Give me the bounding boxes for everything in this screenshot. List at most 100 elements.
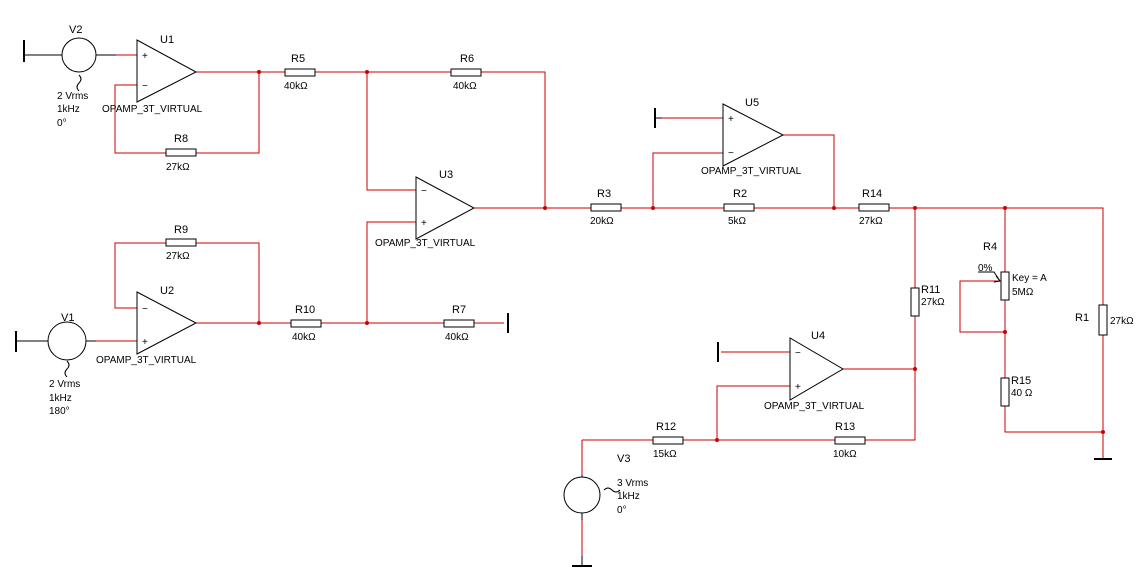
resistor-r11-name: R11: [921, 284, 940, 296]
opamp-u4-model: OPAMP_3T_VIRTUAL: [764, 401, 865, 412]
resistor-r11-value: 27kΩ: [921, 297, 945, 308]
junction-dot: [1003, 330, 1007, 334]
resistor-r7-name: R7: [452, 304, 466, 316]
resistor-r8-name: R8: [174, 133, 188, 145]
pin-minus: −: [728, 148, 734, 159]
opamp-u3-name: U3: [439, 169, 453, 181]
resistor-r10-value: 40kΩ: [292, 332, 316, 343]
opamp-u3[interactable]: − + U3 OPAMP_3T_VIRTUAL: [375, 169, 476, 249]
resistor-r7[interactable]: R7 40kΩ: [443, 304, 475, 343]
source-v3-freq: 1kHz: [617, 491, 640, 502]
resistor-r9-name: R9: [174, 224, 188, 236]
resistor-r6-name: R6: [460, 53, 474, 65]
junction-dot: [1003, 206, 1007, 210]
resistor-r2-value: 5kΩ: [728, 216, 747, 227]
opamp-u2-model: OPAMP_3T_VIRTUAL: [96, 355, 197, 366]
source-v1-phase: 180°: [49, 406, 70, 417]
junction-dot: [832, 206, 836, 210]
pin-plus: +: [795, 382, 801, 393]
potentiometer-r4-key: Key = A: [1012, 273, 1047, 284]
resistor-r15-value: 40 Ω: [1011, 388, 1033, 399]
resistor-r12[interactable]: R12 15kΩ: [652, 421, 684, 460]
resistor-r5[interactable]: R5 40kΩ: [284, 53, 316, 92]
resistor-r13-value: 10kΩ: [833, 449, 857, 460]
resistor-r12-value: 15kΩ: [653, 449, 677, 460]
resistor-r1-value: 27kΩ: [1110, 316, 1134, 327]
resistor-r6-value: 40kΩ: [453, 81, 477, 92]
opamp-u1-model: OPAMP_3T_VIRTUAL: [102, 104, 203, 115]
potentiometer-r4-setting: 0%: [978, 263, 993, 274]
resistor-r9-value: 27kΩ: [166, 251, 190, 262]
pin-minus: −: [421, 186, 427, 197]
resistor-r7-value: 40kΩ: [445, 332, 469, 343]
opamp-u4[interactable]: − + U4 OPAMP_3T_VIRTUAL: [764, 330, 865, 412]
resistor-r8-value: 27kΩ: [166, 162, 190, 173]
resistor-r14-value: 27kΩ: [859, 216, 883, 227]
source-v1-amplitude: 2 Vrms: [49, 379, 80, 390]
junction-dot: [257, 70, 261, 74]
source-v1-name: V1: [61, 312, 74, 324]
opamp-u4-name: U4: [811, 330, 825, 342]
pin-plus: +: [728, 114, 734, 125]
junction-dot: [651, 206, 655, 210]
pin-plus: +: [142, 337, 148, 348]
resistor-r3[interactable]: R3 20kΩ: [590, 188, 622, 227]
source-v2-phase: 0°: [57, 118, 67, 129]
junction-dot: [543, 206, 547, 210]
pin-minus: −: [142, 81, 148, 92]
wires: [24, 54, 1104, 560]
junctions: [257, 70, 1105, 442]
resistor-r5-name: R5: [291, 53, 305, 65]
opamp-u2-name: U2: [160, 285, 174, 297]
source-v3[interactable]: V3 3 Vrms 1kHz 0°: [563, 453, 648, 520]
source-v2-amplitude: 2 Vrms: [57, 91, 88, 102]
resistor-r14-name: R14: [862, 188, 882, 200]
resistor-r10-name: R10: [295, 304, 315, 316]
resistor-r3-name: R3: [597, 188, 611, 200]
junction-dot: [365, 70, 369, 74]
source-v2-name: V2: [69, 24, 82, 36]
ac-source-symbol: [47, 321, 87, 361]
resistor-r13[interactable]: R13 10kΩ: [833, 421, 866, 460]
opamp-u2[interactable]: − + U2 OPAMP_3T_VIRTUAL: [96, 285, 198, 366]
resistor-r5-value: 40kΩ: [284, 81, 308, 92]
opamp-u5-model: OPAMP_3T_VIRTUAL: [701, 166, 802, 177]
potentiometer-r4[interactable]: R4 0% Key = A 5MΩ: [978, 241, 1047, 301]
source-v3-amplitude: 3 Vrms: [617, 478, 648, 489]
resistor-r13-name: R13: [835, 421, 855, 433]
resistor-r2-name: R2: [733, 188, 747, 200]
opamp-u3-model: OPAMP_3T_VIRTUAL: [375, 238, 476, 249]
resistor-r14[interactable]: R14 27kΩ: [858, 188, 890, 227]
resistor-r11[interactable]: R11 27kΩ: [910, 284, 945, 317]
source-v3-name: V3: [617, 453, 630, 465]
junction-dot: [913, 367, 917, 371]
junction-dot: [715, 438, 719, 442]
source-v3-phase: 0°: [617, 505, 627, 516]
resistor-r2[interactable]: R2 5kΩ: [723, 188, 755, 227]
resistor-r15-name: R15: [1011, 375, 1031, 387]
source-v2[interactable]: V2 2 Vrms 1kHz 0°: [50, 24, 116, 129]
pin-minus: −: [142, 304, 148, 315]
source-v1[interactable]: V1 2 Vrms 1kHz 180°: [16, 312, 96, 417]
resistor-r1-name: R1: [1075, 312, 1089, 324]
junction-dot: [913, 206, 917, 210]
resistor-r8[interactable]: R8 27kΩ: [165, 133, 197, 173]
opamp-u1[interactable]: + − U1 OPAMP_3T_VIRTUAL: [102, 34, 203, 115]
resistor-r15[interactable]: R15 40 Ω: [1000, 375, 1033, 407]
pin-plus: +: [421, 218, 427, 229]
junction-dot: [365, 321, 369, 325]
ground-terminals: [15, 40, 1112, 567]
resistor-r6[interactable]: R6 40kΩ: [450, 53, 482, 92]
ac-source-symbol: [563, 476, 601, 514]
potentiometer-r4-value: 5MΩ: [1012, 287, 1034, 298]
resistor-r1[interactable]: R1 27kΩ: [1075, 304, 1134, 336]
resistor-r12-name: R12: [656, 421, 676, 433]
opamp-u5[interactable]: + − U5 OPAMP_3T_VIRTUAL: [701, 97, 802, 177]
resistor-r3-value: 20kΩ: [590, 216, 614, 227]
source-v2-freq: 1kHz: [57, 104, 80, 115]
resistor-r9[interactable]: R9 27kΩ: [165, 224, 197, 262]
resistor-r10[interactable]: R10 40kΩ: [290, 304, 322, 343]
pin-plus: +: [142, 51, 148, 62]
pin-minus: −: [795, 348, 801, 359]
